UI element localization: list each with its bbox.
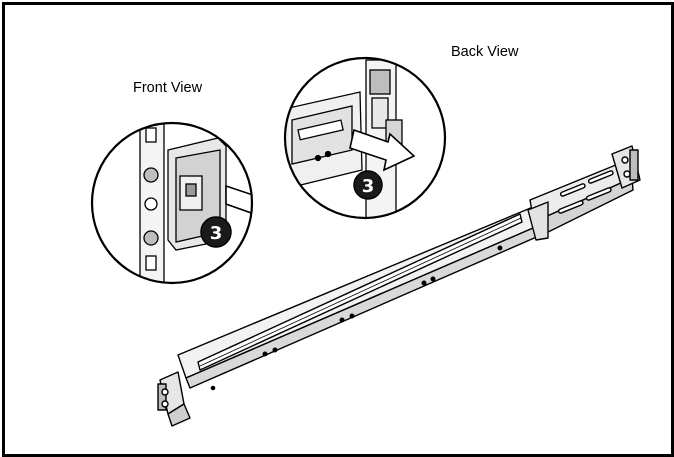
- front-view-label: Front View: [133, 80, 203, 96]
- back-view-label: Back View: [451, 44, 519, 60]
- right-arrow-icon: [225, 184, 252, 226]
- right-arrow-icon: [349, 128, 416, 172]
- front-step-badge: 3: [200, 216, 232, 248]
- sliding-rail: [157, 145, 641, 427]
- front-view-callout: [90, 121, 254, 285]
- back-step-number: 3: [362, 176, 375, 197]
- front-step-number: 3: [210, 223, 223, 244]
- back-view-callout: [283, 56, 447, 220]
- back-step-badge: 3: [353, 170, 383, 200]
